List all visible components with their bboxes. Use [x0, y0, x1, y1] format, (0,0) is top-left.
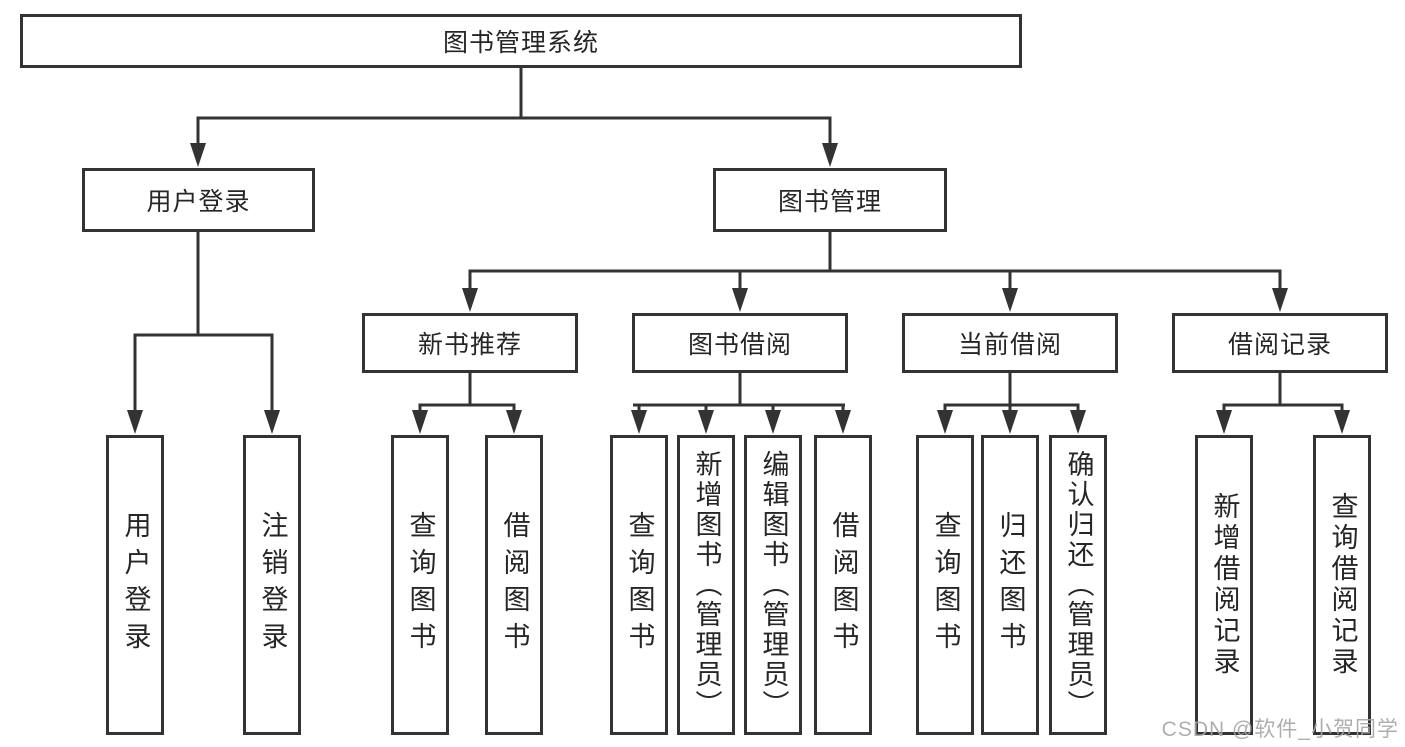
arrowhead — [127, 410, 143, 434]
arrowhead — [1002, 288, 1018, 312]
leaf-edit-books-admin: 编辑图书（管理员） — [744, 435, 802, 735]
connector-root-to-level2 — [196, 68, 832, 146]
leaf-add-books-admin: 新增图书（管理员） — [677, 435, 735, 735]
connector-user-login-to-leaves — [133, 232, 274, 414]
arrowhead — [1272, 288, 1288, 312]
csdn-watermark: CSDN @软件_小贺同学 — [1161, 718, 1399, 741]
arrowhead — [190, 143, 206, 167]
node-book-management-label: 图书管理 — [777, 188, 882, 216]
connector-borrow-records-to-leaves — [1222, 373, 1344, 414]
node-root: 图书管理系统 — [20, 14, 1022, 68]
arrowhead — [1334, 410, 1350, 434]
leaf-label: 借阅图书 — [499, 511, 530, 659]
leaf-borrow-books-recommend: 借阅图书 — [485, 435, 543, 735]
leaf-label: 查询图书 — [624, 511, 655, 659]
node-user-login-label: 用户登录 — [146, 188, 251, 216]
connector-new-book-to-leaves — [418, 373, 516, 414]
arrowhead — [1070, 410, 1086, 434]
arrowhead — [732, 288, 748, 312]
arrowhead — [264, 410, 280, 434]
leaf-label: 新增图书（管理员） — [691, 450, 722, 720]
node-borrow-records: 借阅记录 — [1172, 313, 1388, 373]
leaf-label: 查询借阅记录 — [1327, 492, 1358, 678]
leaf-logout: 注销登录 — [243, 435, 301, 735]
arrowhead — [835, 410, 851, 434]
arrowhead — [1216, 410, 1232, 434]
node-new-book-recommend-label: 新书推荐 — [417, 331, 522, 359]
node-current-borrow: 当前借阅 — [902, 313, 1118, 373]
node-book-borrow-label: 图书借阅 — [687, 331, 792, 359]
arrowhead — [1002, 410, 1018, 434]
arrowhead — [765, 410, 781, 434]
leaf-return-books: 归还图书 — [981, 435, 1039, 735]
arrowhead — [412, 410, 428, 434]
leaf-user-login: 用户登录 — [106, 435, 164, 735]
leaf-query-books-recommend: 查询图书 — [391, 435, 449, 735]
arrowhead — [631, 410, 647, 434]
arrowhead — [937, 410, 953, 434]
leaf-label: 查询图书 — [405, 511, 436, 659]
arrowhead — [822, 143, 838, 167]
node-current-borrow-label: 当前借阅 — [957, 331, 1062, 359]
arrowhead — [698, 410, 714, 434]
leaf-query-borrow-record: 查询借阅记录 — [1313, 435, 1371, 735]
node-book-borrow: 图书借阅 — [632, 313, 848, 373]
leaf-add-borrow-record: 新增借阅记录 — [1195, 435, 1253, 735]
leaf-confirm-return-admin: 确认归还（管理员） — [1049, 435, 1107, 735]
node-new-book-recommend: 新书推荐 — [362, 313, 578, 373]
leaf-label: 新增借阅记录 — [1209, 492, 1240, 678]
connector-current-borrow-to-leaves — [943, 373, 1080, 414]
leaf-label: 用户登录 — [120, 511, 151, 659]
leaf-label: 注销登录 — [257, 511, 288, 659]
leaf-label: 编辑图书（管理员） — [758, 450, 789, 720]
leaf-borrow-books: 借阅图书 — [814, 435, 872, 735]
leaf-label: 查询图书 — [930, 511, 961, 659]
connector-book-borrow-to-leaves — [633, 373, 845, 414]
leaf-label: 借阅图书 — [828, 511, 859, 659]
arrowheads — [127, 143, 1350, 434]
leaf-label: 确认归还（管理员） — [1063, 450, 1094, 720]
leaf-label: 归还图书 — [995, 511, 1026, 659]
connector-book-management-to-level3 — [468, 232, 1282, 291]
node-borrow-records-label: 借阅记录 — [1227, 331, 1332, 359]
leaf-query-books-borrow: 查询图书 — [610, 435, 668, 735]
arrowhead — [462, 288, 478, 312]
node-user-login: 用户登录 — [82, 168, 315, 232]
leaf-query-books-current: 查询图书 — [916, 435, 974, 735]
node-book-management: 图书管理 — [713, 168, 947, 232]
node-root-label: 图书管理系统 — [442, 29, 599, 57]
arrowhead — [506, 410, 522, 434]
